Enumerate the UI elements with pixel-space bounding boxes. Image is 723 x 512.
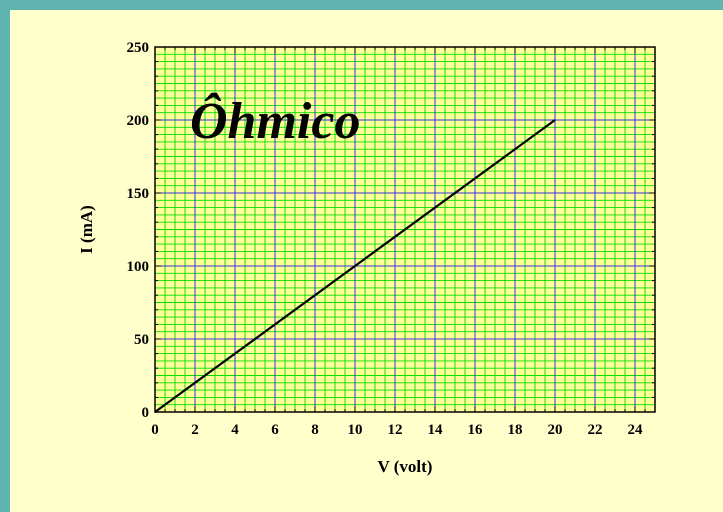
- y-axis-label: I (mA): [77, 205, 96, 254]
- x-tick-label: 6: [271, 422, 279, 438]
- x-tick-label: 0: [151, 422, 159, 438]
- x-tick-label: 14: [428, 422, 444, 438]
- x-tick-label: 4: [231, 422, 239, 438]
- y-tick-label: 150: [127, 186, 150, 202]
- x-tick-label: 8: [311, 422, 319, 438]
- y-tick-label: 0: [142, 405, 150, 421]
- minor-grid: [155, 47, 656, 412]
- y-tick-label: 50: [134, 332, 149, 348]
- x-axis-label: V (volt): [378, 457, 433, 476]
- x-tick-label: 16: [468, 422, 484, 438]
- y-tick-label: 250: [127, 40, 150, 56]
- x-tick-label: 12: [388, 422, 403, 438]
- series-group: [154, 119, 556, 413]
- y-tick-label: 200: [127, 113, 150, 129]
- x-tick-label: 10: [348, 422, 363, 438]
- x-tick-label: 22: [588, 422, 603, 438]
- x-tick-label: 2: [191, 422, 199, 438]
- series-line: [154, 119, 556, 413]
- y-tick-labels: 0 50 100 150 200 250: [127, 40, 150, 421]
- y-tick-label: 100: [127, 259, 150, 275]
- x-tick-label: 18: [508, 422, 523, 438]
- axis-ticks: [154, 46, 656, 413]
- chart-title: Ôhmico: [190, 92, 360, 150]
- x-tick-label: 24: [628, 422, 644, 438]
- x-tick-label: 20: [548, 422, 563, 438]
